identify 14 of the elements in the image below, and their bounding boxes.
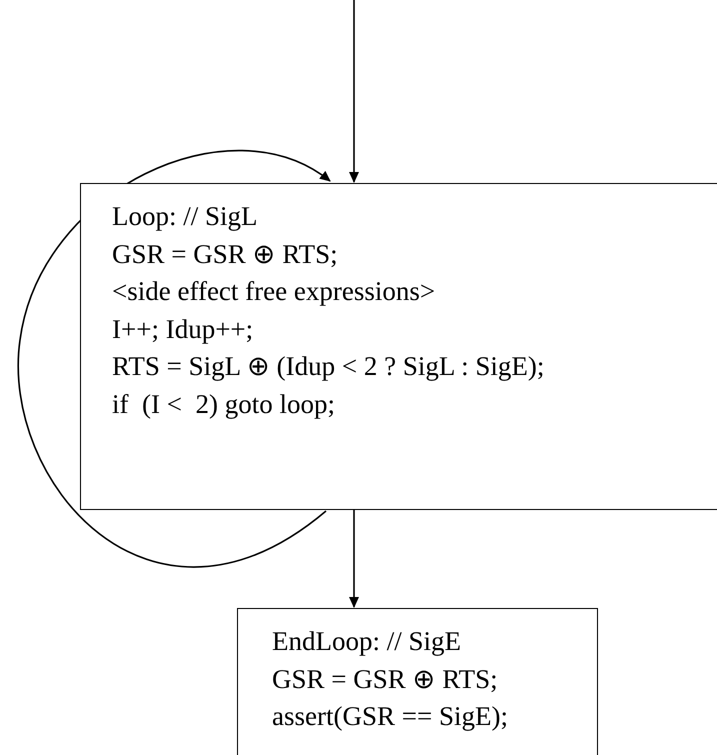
arrow — [349, 0, 359, 183]
code-box — [237, 608, 598, 755]
code-line: Loop: // SigL — [112, 200, 258, 233]
code-line: RTS = SigL ⊕ (Idup < 2 ? SigL : SigE); — [112, 350, 544, 383]
code-line: GSR = GSR ⊕ RTS; — [112, 238, 338, 270]
code-box — [80, 183, 717, 510]
arrow — [18, 150, 331, 568]
code-line: assert(GSR == SigE); — [272, 700, 508, 733]
code-line: if (I < 2) goto loop; — [112, 388, 335, 421]
code-line: GSR = GSR ⊕ RTS; — [272, 662, 498, 696]
arrow — [349, 510, 359, 608]
code-line: EndLoop: // SigE — [272, 625, 461, 658]
code-line: <side effect free expressions> — [112, 275, 436, 308]
code-line: I++; Idup++; — [112, 312, 254, 346]
